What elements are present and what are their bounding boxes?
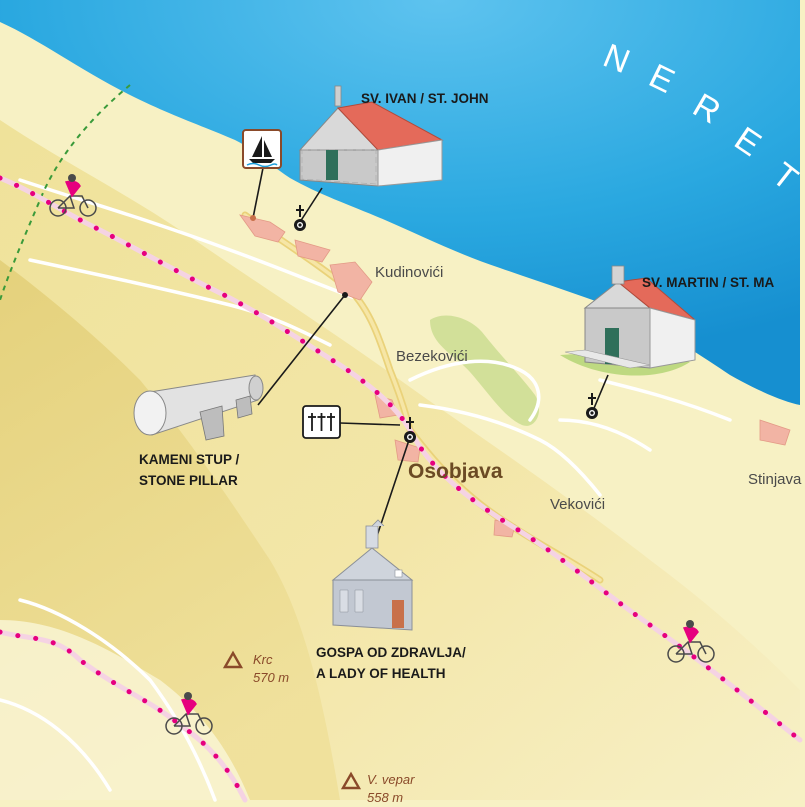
poi-label-line: STONE PILLAR: [139, 473, 238, 488]
church-marker-icon[interactable]: [404, 417, 416, 443]
village-label-vekovici: Vekovići: [550, 496, 606, 513]
peak-label-v-vepar: V. vepar 558 m: [367, 771, 414, 807]
poi-label-sv-ivan: SV. IVAN / ST. JOHN: [361, 91, 489, 106]
connector-lines: [252, 167, 609, 549]
peak-name: V. vepar: [367, 772, 415, 787]
poi-label-line: GOSPA OD ZDRAVLJA/: [316, 645, 466, 660]
town-label-osobjava: Osobjava: [408, 460, 503, 483]
church-marker-icon[interactable]: [586, 393, 598, 419]
church-st-john-illustration: [298, 85, 444, 187]
hill-shade-valley: [0, 620, 250, 800]
village-label-stinjava: Stinjava: [748, 471, 802, 488]
poi-label-sv-martin: SV. MARTIN / ST. MA: [642, 275, 775, 290]
sea-area: [0, 0, 800, 405]
peak-elevation: 570 m: [253, 670, 290, 685]
poi-label-kameni-stup: KAMENI STUP / STONE PILLAR: [139, 449, 239, 491]
cycling-route: [0, 175, 803, 803]
peak-triangle-icon: [222, 650, 244, 669]
cyclist-icon[interactable]: [667, 620, 715, 663]
cemetery-icon[interactable]: [302, 405, 341, 439]
village-label-kudinovici: Kudinovići: [375, 264, 444, 281]
stone-pillar-illustration: [133, 374, 264, 441]
church-st-martin-illustration: [560, 265, 696, 376]
cyclist-icon[interactable]: [49, 174, 97, 217]
cyclist-icon[interactable]: [165, 692, 213, 735]
sailboat-icon[interactable]: [242, 129, 282, 169]
peak-elevation: 558 m: [367, 790, 404, 805]
village-label-bezekovici: Bezekovići: [396, 348, 468, 365]
settlements: [239, 214, 791, 538]
poi-label-line: A LADY OF HEALTH: [316, 666, 446, 681]
church-lady-of-health-illustration: [331, 519, 414, 631]
poi-label-gospa: GOSPA OD ZDRAVLJA/ A LADY OF HEALTH: [316, 642, 466, 684]
peak-triangle-icon: [340, 771, 362, 790]
minor-roads: [0, 178, 732, 802]
poi-label-line: KAMENI STUP /: [139, 452, 240, 467]
boundary-line: [0, 84, 131, 301]
peak-name: Krc: [253, 652, 273, 667]
church-marker-icon[interactable]: [294, 205, 306, 231]
peak-label-krc: Krc 570 m: [253, 651, 289, 687]
vegetation-area: [430, 315, 540, 426]
